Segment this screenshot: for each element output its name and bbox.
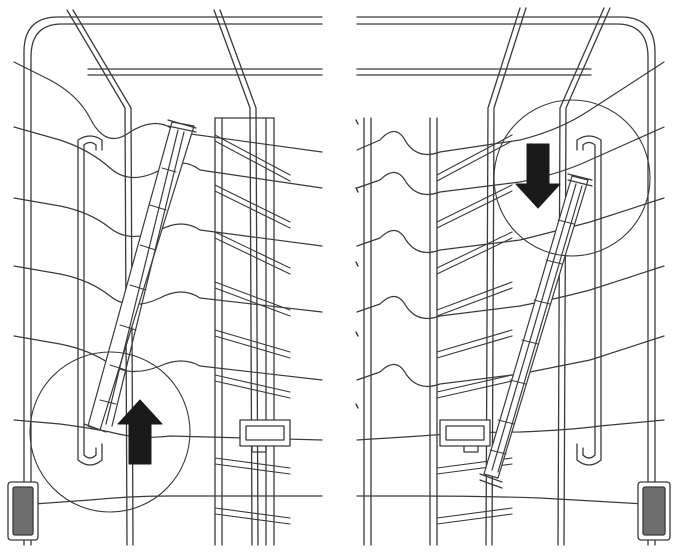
down-arrow-icon: [515, 143, 561, 209]
right-tine-rows: [436, 134, 513, 525]
right-rack-panel: [355, 7, 671, 546]
left-rack-handle-icon: [7, 481, 39, 541]
left-tine-row-icon: [83, 119, 197, 433]
left-tine-rails: [214, 117, 275, 546]
left-rack-panel: [7, 9, 323, 546]
up-arrow-icon: [117, 399, 163, 465]
right-rack-handle-icon: [637, 481, 671, 541]
right-zoom-circle: [493, 99, 651, 257]
right-rack-clip: [439, 419, 491, 453]
left-zoom-circle: [29, 351, 191, 513]
left-top-wires: [66, 9, 259, 546]
right-tine-row-icon: [479, 173, 593, 489]
left-rack-frame: [23, 16, 323, 546]
left-hooks: [77, 135, 103, 466]
right-rail-ticks: [355, 119, 359, 409]
left-tine-rows: [214, 134, 291, 525]
right-rack-frame: [356, 16, 656, 546]
right-top-wires: [485, 7, 611, 546]
left-rack-clip: [239, 419, 291, 453]
left-wavy-wires: [13, 61, 323, 505]
right-hooks: [576, 135, 602, 466]
